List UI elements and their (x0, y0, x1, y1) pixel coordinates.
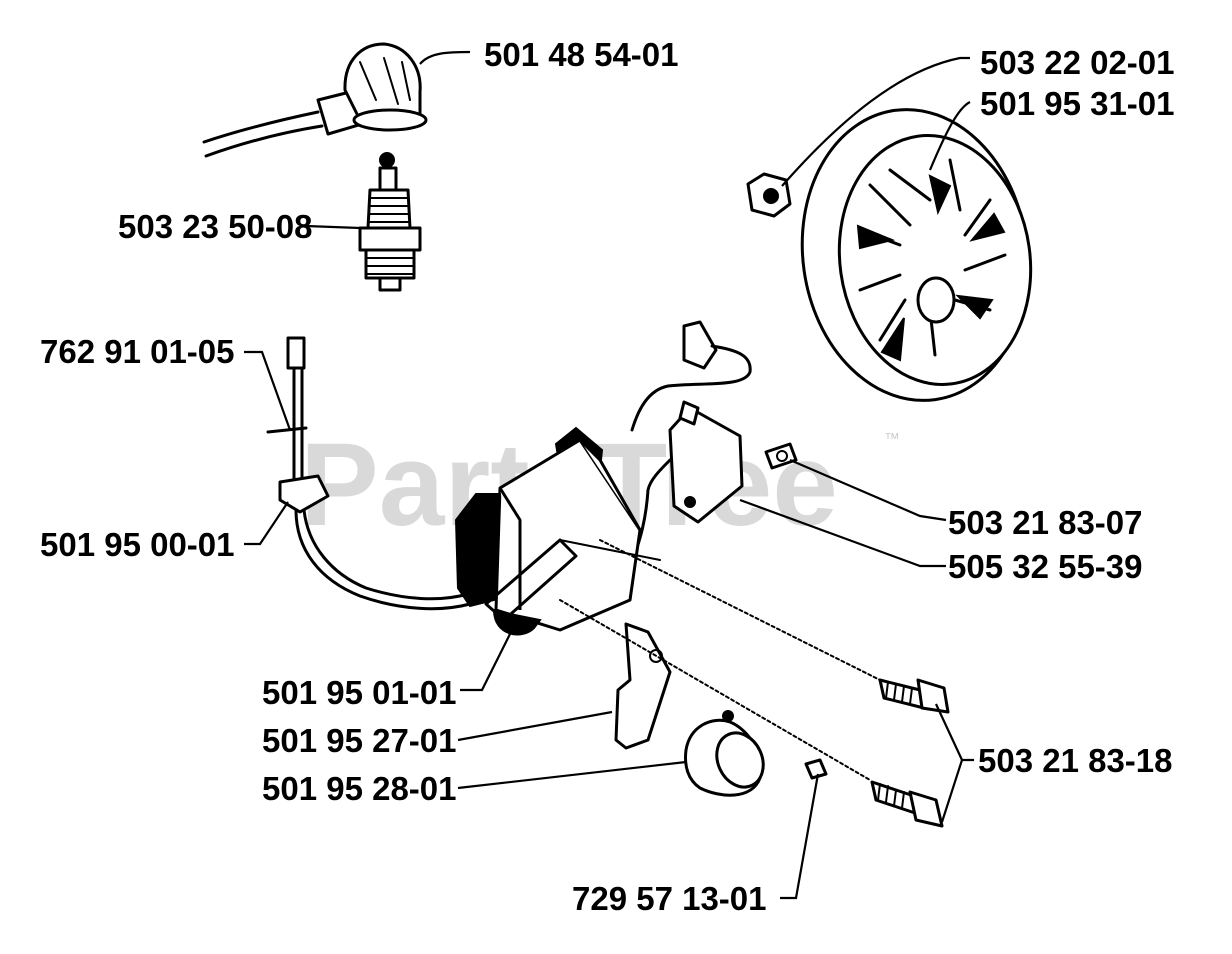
leader-lines (244, 50, 974, 900)
label-screws: 503 21 83-18 (978, 742, 1173, 779)
label-clip: 729 57 13-01 (572, 880, 767, 917)
nut-drawing (746, 172, 792, 218)
screw-upper-drawing (878, 678, 950, 714)
label-flywheel: 501 95 31-01 (980, 85, 1175, 122)
label-pin: 501 95 28-01 (262, 770, 457, 807)
label-switch: 505 32 55-39 (948, 548, 1143, 585)
small-screw-drawing (764, 442, 798, 470)
label-nut: 503 22 02-01 (980, 44, 1175, 81)
grommet-drawing (278, 474, 472, 611)
ground-wire-drawing (630, 320, 752, 558)
label-spark-plug-boot: 501 48 54-01 (484, 36, 679, 73)
screw-lower-drawing (870, 780, 944, 828)
label-plate: 501 95 27-01 (262, 722, 457, 759)
label-ignition-module: 501 95 01-01 (262, 674, 457, 711)
watermark-trademark: ™ (884, 431, 900, 448)
pin-drawing (684, 710, 765, 797)
terminal-drawing (266, 336, 308, 482)
spark-plug-boot-drawing (202, 42, 428, 158)
clip-drawing (804, 758, 828, 780)
switch-drawing (668, 400, 744, 524)
ignition-module-drawing (454, 426, 661, 636)
label-grommet: 501 95 00-01 (40, 526, 235, 563)
flywheel-drawing (800, 108, 1033, 402)
spark-plug-drawing (358, 152, 422, 292)
label-terminal: 762 91 01-05 (40, 333, 235, 370)
label-spark-plug: 503 23 50-08 (118, 208, 313, 245)
assembly-axes (559, 539, 881, 781)
plate-drawing (614, 622, 672, 750)
label-small-screw: 503 21 83-07 (948, 504, 1143, 541)
